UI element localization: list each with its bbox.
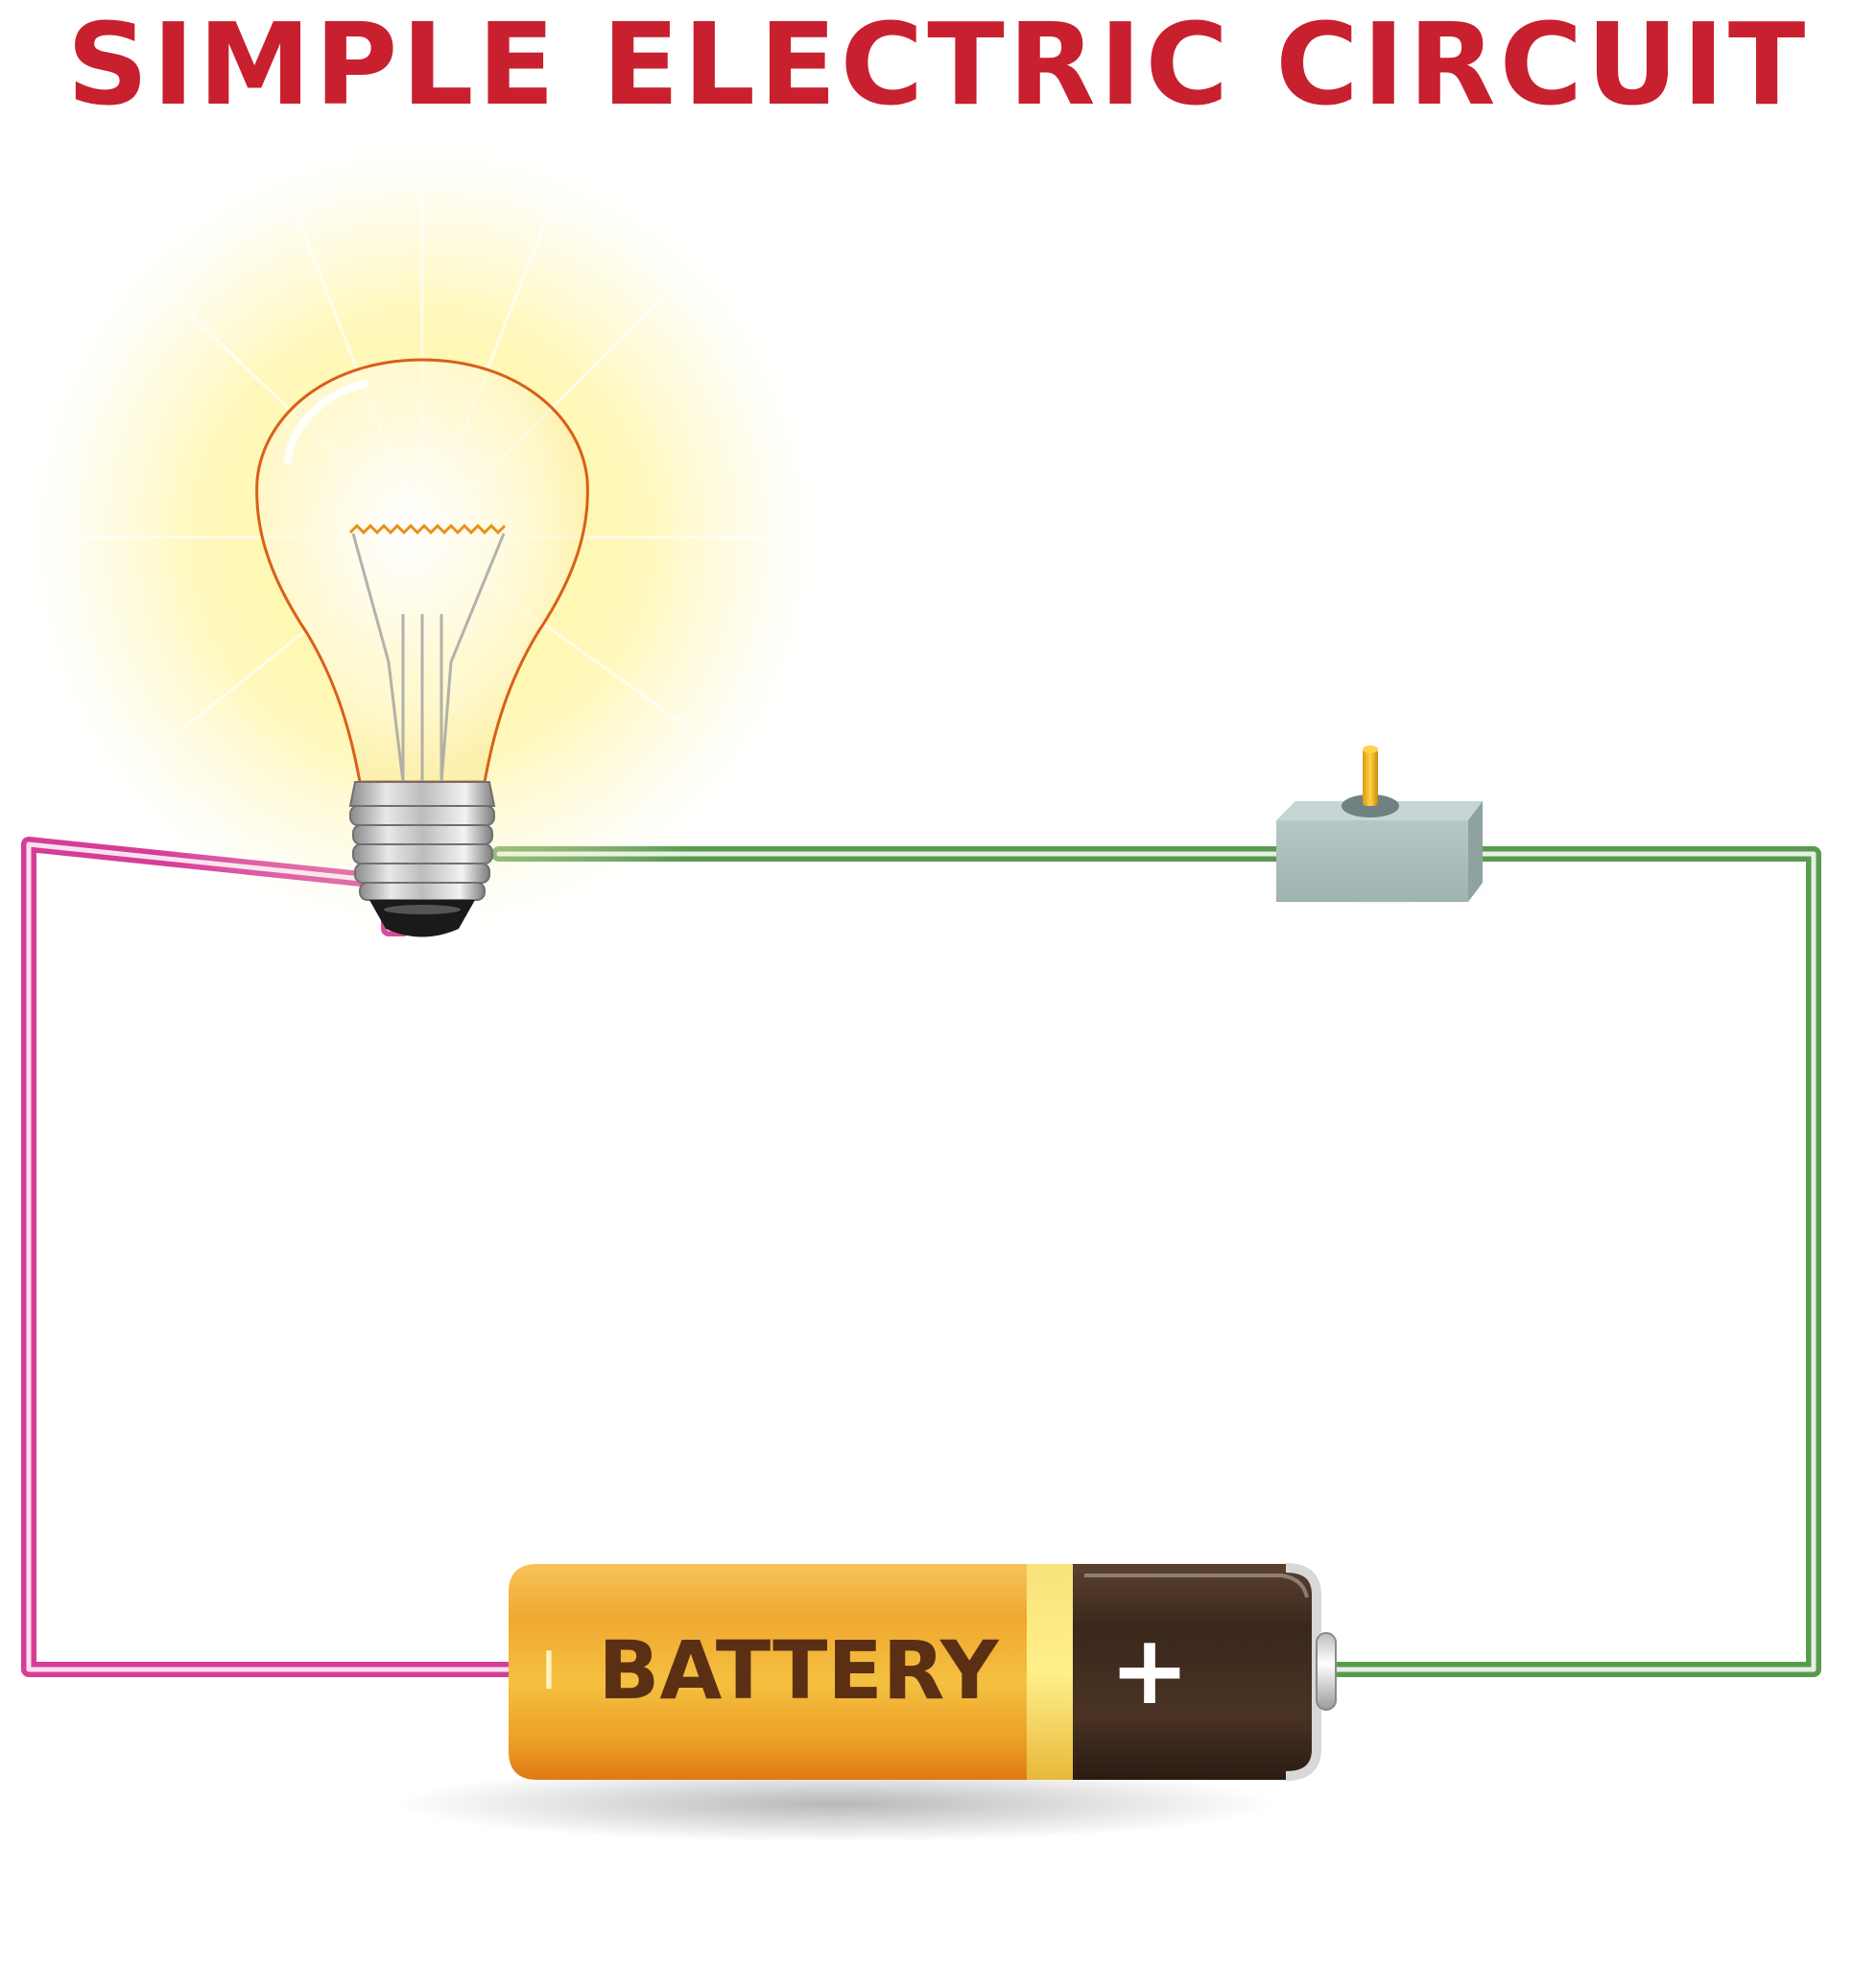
- positive-wire-right: [1326, 846, 1821, 1677]
- switch-lever: [1363, 748, 1378, 806]
- negative-wire: [21, 837, 526, 1677]
- light-bulb: [10, 125, 835, 950]
- bulb-base: [348, 781, 496, 937]
- toggle-switch: [1276, 746, 1487, 905]
- battery-label: BATTERY: [598, 1623, 1000, 1717]
- filament: [348, 523, 507, 535]
- battery-cap: [1073, 1564, 1317, 1780]
- bulb-glass: [255, 358, 589, 784]
- battery-terminal: [1316, 1632, 1337, 1711]
- negative-symbol: I: [541, 1641, 557, 1701]
- battery-band: [1027, 1564, 1073, 1780]
- page-title: SIMPLE ELECTRIC CIRCUIT: [66, 0, 1810, 130]
- battery-body: [509, 1564, 1056, 1780]
- switch-side: [1468, 801, 1483, 902]
- positive-symbol: +: [1109, 1614, 1190, 1726]
- glass-highlight: [284, 380, 368, 464]
- filament-supports: [351, 533, 506, 783]
- switch-front: [1276, 820, 1468, 902]
- battery-cell: BATTERY + I: [393, 1563, 1337, 1842]
- battery-shadow: [393, 1765, 1276, 1842]
